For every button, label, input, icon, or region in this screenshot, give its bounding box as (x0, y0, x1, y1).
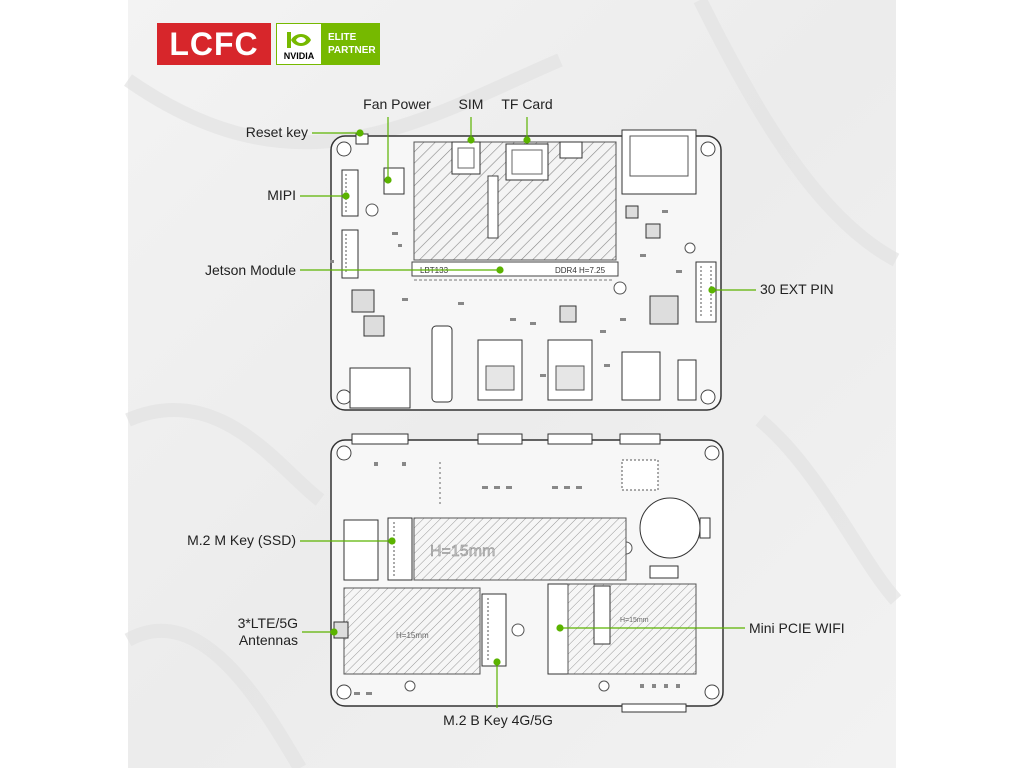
wifi-area-silkscreen: H=15mm (620, 617, 649, 624)
m2-b-key-slot (481, 593, 507, 667)
label-m2-b-key: M.2 B Key 4G/5G (443, 712, 553, 728)
top-board: DDR4 H=7.25 LBT133 (330, 129, 722, 411)
label-tf-card: TF Card (501, 96, 553, 112)
label-fan-power: Fan Power (363, 96, 431, 112)
elite-label: ELITE (328, 32, 357, 43)
elite-partner-badge: ELITE PARTNER (322, 23, 380, 65)
label-lte-line2: Antennas (238, 632, 298, 648)
usb-port (621, 351, 661, 401)
label-lte-antennas: 3*LTE/5G Antennas (200, 615, 298, 649)
fan-power-connector (383, 167, 405, 195)
usb-c-port (431, 325, 453, 403)
m2-m-key-area (413, 517, 627, 581)
callout-lines (300, 117, 756, 708)
label-jetson-module: Jetson Module (204, 262, 296, 278)
label-mipi: MIPI (267, 187, 296, 203)
b-area-silkscreen: H=15mm (396, 631, 429, 640)
label-sim: SIM (458, 96, 484, 112)
bottom-board: H=15mm H=15mm H=15mm (330, 433, 724, 713)
label-m2-m-key: M.2 M Key (SSD) (187, 532, 296, 548)
m2-m-key-slot (387, 517, 413, 581)
m2-b-key-area (343, 587, 481, 675)
coin-cell-battery (639, 497, 701, 559)
label-reset-key: Reset key (245, 124, 308, 140)
nvidia-eye-icon (287, 32, 311, 48)
mini-pcie-area (567, 583, 697, 675)
label-mini-pcie-wifi: Mini PCIE WIFI (749, 620, 845, 636)
sim-slot (451, 141, 481, 175)
label-lte-line1: 3*LTE/5G (237, 615, 298, 631)
partner-label: PARTNER (328, 45, 376, 56)
mipi-connector-2 (341, 229, 359, 279)
mipi-connector-1 (341, 169, 359, 217)
module-silkscreen: DDR4 H=7.25 (555, 266, 606, 275)
m2-area-silkscreen: H=15mm (430, 543, 495, 560)
lcfc-logo: LCFC (157, 23, 271, 65)
nvidia-wordmark: NVIDIA (283, 51, 315, 61)
nvidia-logo: NVIDIA (276, 23, 322, 65)
label-30-ext-pin: 30 EXT PIN (760, 281, 834, 297)
